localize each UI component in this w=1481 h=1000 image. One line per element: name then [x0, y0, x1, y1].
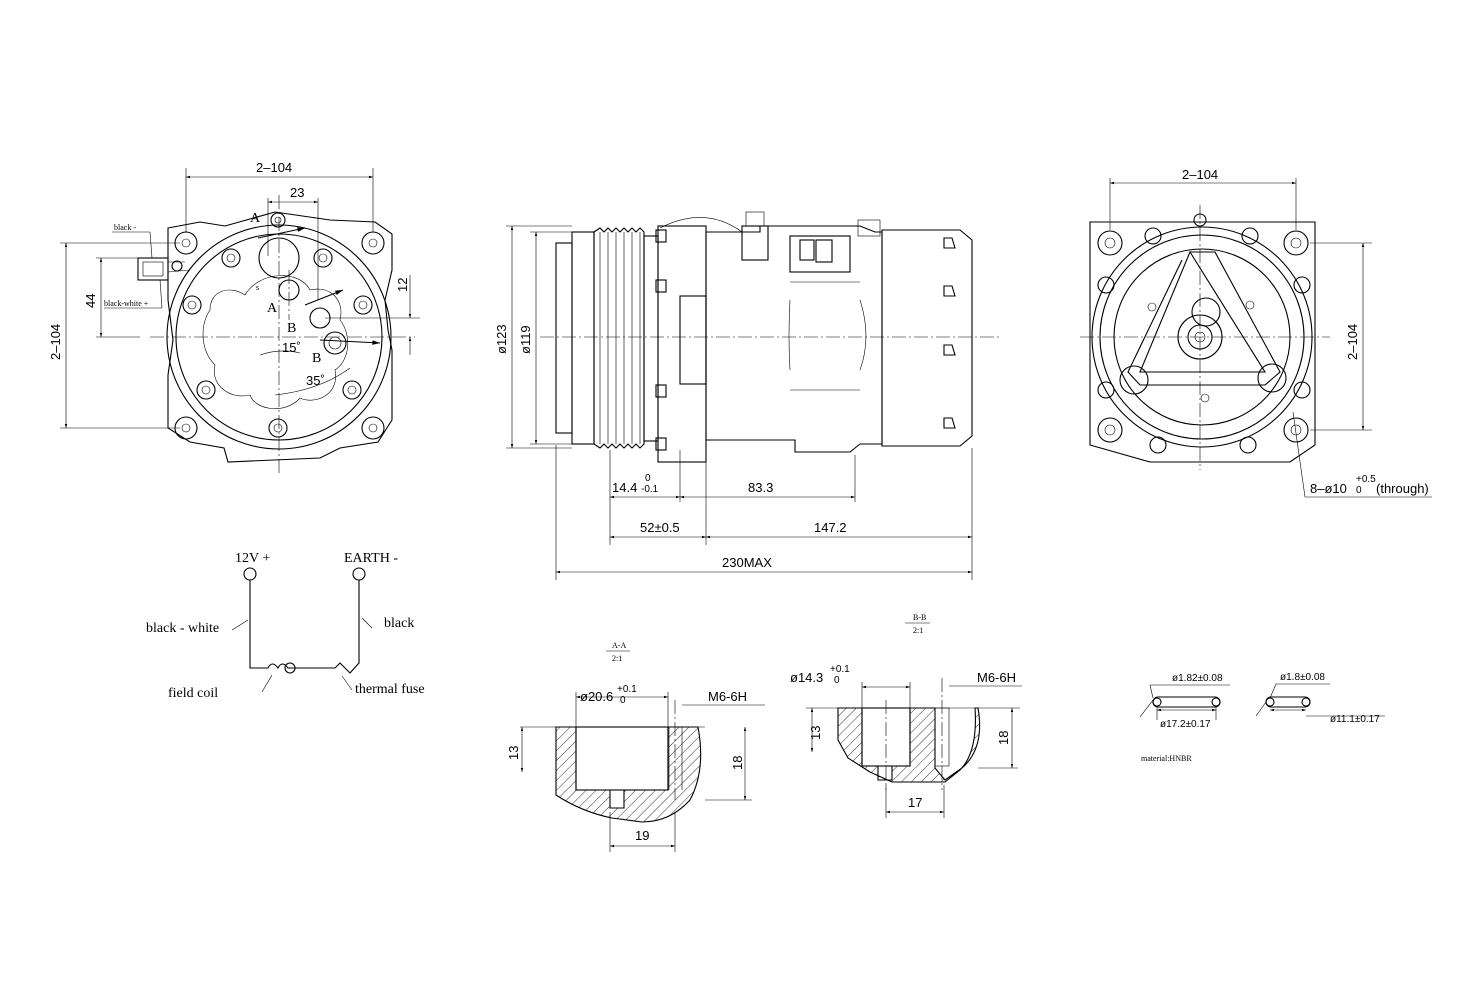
side-dia-119: ø119: [518, 325, 533, 354]
label-s: s: [256, 283, 259, 292]
side-dim-14-4-tol-upper: 0: [645, 473, 651, 484]
section-bb-title: B-B: [913, 613, 926, 622]
bb-bore: ø14.3: [790, 670, 823, 685]
side-view: ø123 ø119 14.4 0 -0.1 83.3 52±0.5 147.2 …: [494, 211, 1000, 580]
angle-35: 35˚: [306, 373, 325, 388]
front-dim-104-h: 2–104: [256, 160, 292, 175]
rear-hole-tol-upper: +0.5: [1356, 474, 1376, 485]
rear-head-bolts: [943, 237, 956, 429]
rear-dim-104-v: 2–104: [1345, 324, 1360, 360]
aa-bore-tol-upper: +0.1: [617, 684, 637, 695]
oring1-inner-dia: ø17.2±0.17: [1160, 719, 1211, 730]
aa-dim-18: 18: [730, 756, 745, 770]
bb-dim-17: 17: [908, 795, 922, 810]
section-label-b-bottom: B: [312, 351, 321, 366]
side-dim-14-4-tol-lower: -0.1: [641, 484, 659, 495]
bb-thread: M6-6H: [977, 670, 1016, 685]
rear-dim-104-h: 2–104: [1182, 167, 1218, 182]
section-label-a-top: A: [250, 211, 261, 226]
terminal-12v: 12V +: [235, 551, 270, 566]
wiring-diagram: 12V + EARTH - black - white black field …: [146, 551, 425, 701]
oring1-cross-section: ø1.82±0.08: [1172, 673, 1223, 684]
bb-bore-tol-lower: 0: [834, 675, 840, 686]
aa-thread: M6-6H: [708, 689, 747, 704]
section-label-b-top: B: [287, 321, 296, 336]
angle-15: 15˚: [282, 340, 301, 355]
rear-hole-callout: 8–ø10: [1310, 481, 1347, 496]
rear-corner-bolts: [1097, 213, 1311, 454]
aa-dim-19: 19: [635, 828, 649, 843]
section-a-a: A-A 2:1 ø20.6 +0.1 0 M6-6H 13 18 19: [506, 641, 765, 852]
wire-black-label: black -: [114, 223, 136, 232]
wire-black-white-label: black-white +: [104, 299, 149, 308]
section-aa-title: A-A: [612, 641, 626, 650]
wire-left-label: black - white: [146, 621, 219, 636]
oring2-inner-dia: ø11.1±0.17: [1330, 714, 1380, 725]
bb-bore-tol-upper: +0.1: [830, 664, 850, 675]
side-dia-123: ø123: [494, 324, 509, 354]
aa-bore: ø20.6: [580, 689, 613, 704]
side-dim-14-4: 14.4: [612, 480, 637, 495]
thermal-fuse-label: thermal fuse: [355, 682, 425, 697]
rear-hole-tol-lower: 0: [1356, 485, 1362, 496]
aa-bore-tol-lower: 0: [620, 695, 626, 706]
field-coil-label: field coil: [168, 686, 218, 701]
front-dim-23: 23: [290, 185, 304, 200]
front-view: 2–104 23 2–104 44 12 A A B B s 15˚ 35˚ b…: [48, 160, 420, 475]
section-b-b: B-B 2:1 ø14.3 +0.1 0 M6-6H 13 18 17: [790, 613, 1022, 818]
aa-dim-13: 13: [506, 746, 521, 760]
front-dim-44: 44: [83, 294, 98, 308]
rear-view: 2–104 2–104 8–ø10 +0.5 0 (through): [1080, 167, 1432, 498]
bb-dim-13: 13: [808, 726, 823, 740]
side-dim-83-3: 83.3: [748, 480, 773, 495]
bb-dim-18: 18: [996, 731, 1011, 745]
section-aa-scale: 2:1: [612, 654, 622, 663]
pulley-grooves: [593, 227, 645, 449]
mount-bolts: [174, 212, 385, 440]
section-bb-scale: 2:1: [913, 626, 923, 635]
front-dim-12: 12: [395, 278, 410, 292]
oring-material: material:HNBR: [1141, 754, 1192, 763]
front-dim-104-v: 2–104: [48, 324, 63, 360]
side-dim-52: 52±0.5: [640, 520, 680, 535]
section-label-a-mid: A: [267, 301, 278, 316]
oring2-cross-section: ø1.8±0.08: [1280, 672, 1325, 683]
side-dim-230: 230MAX: [722, 555, 772, 570]
wire-right-label: black: [384, 616, 414, 631]
o-rings: ø1.82±0.08 ø17.2±0.17 ø1.8±0.08 ø11.1±0.…: [1139, 672, 1385, 763]
rear-hole-note: (through): [1376, 481, 1429, 496]
terminal-earth: EARTH -: [344, 551, 398, 566]
side-dim-147-2: 147.2: [814, 520, 847, 535]
housing-bolts: [655, 229, 667, 451]
